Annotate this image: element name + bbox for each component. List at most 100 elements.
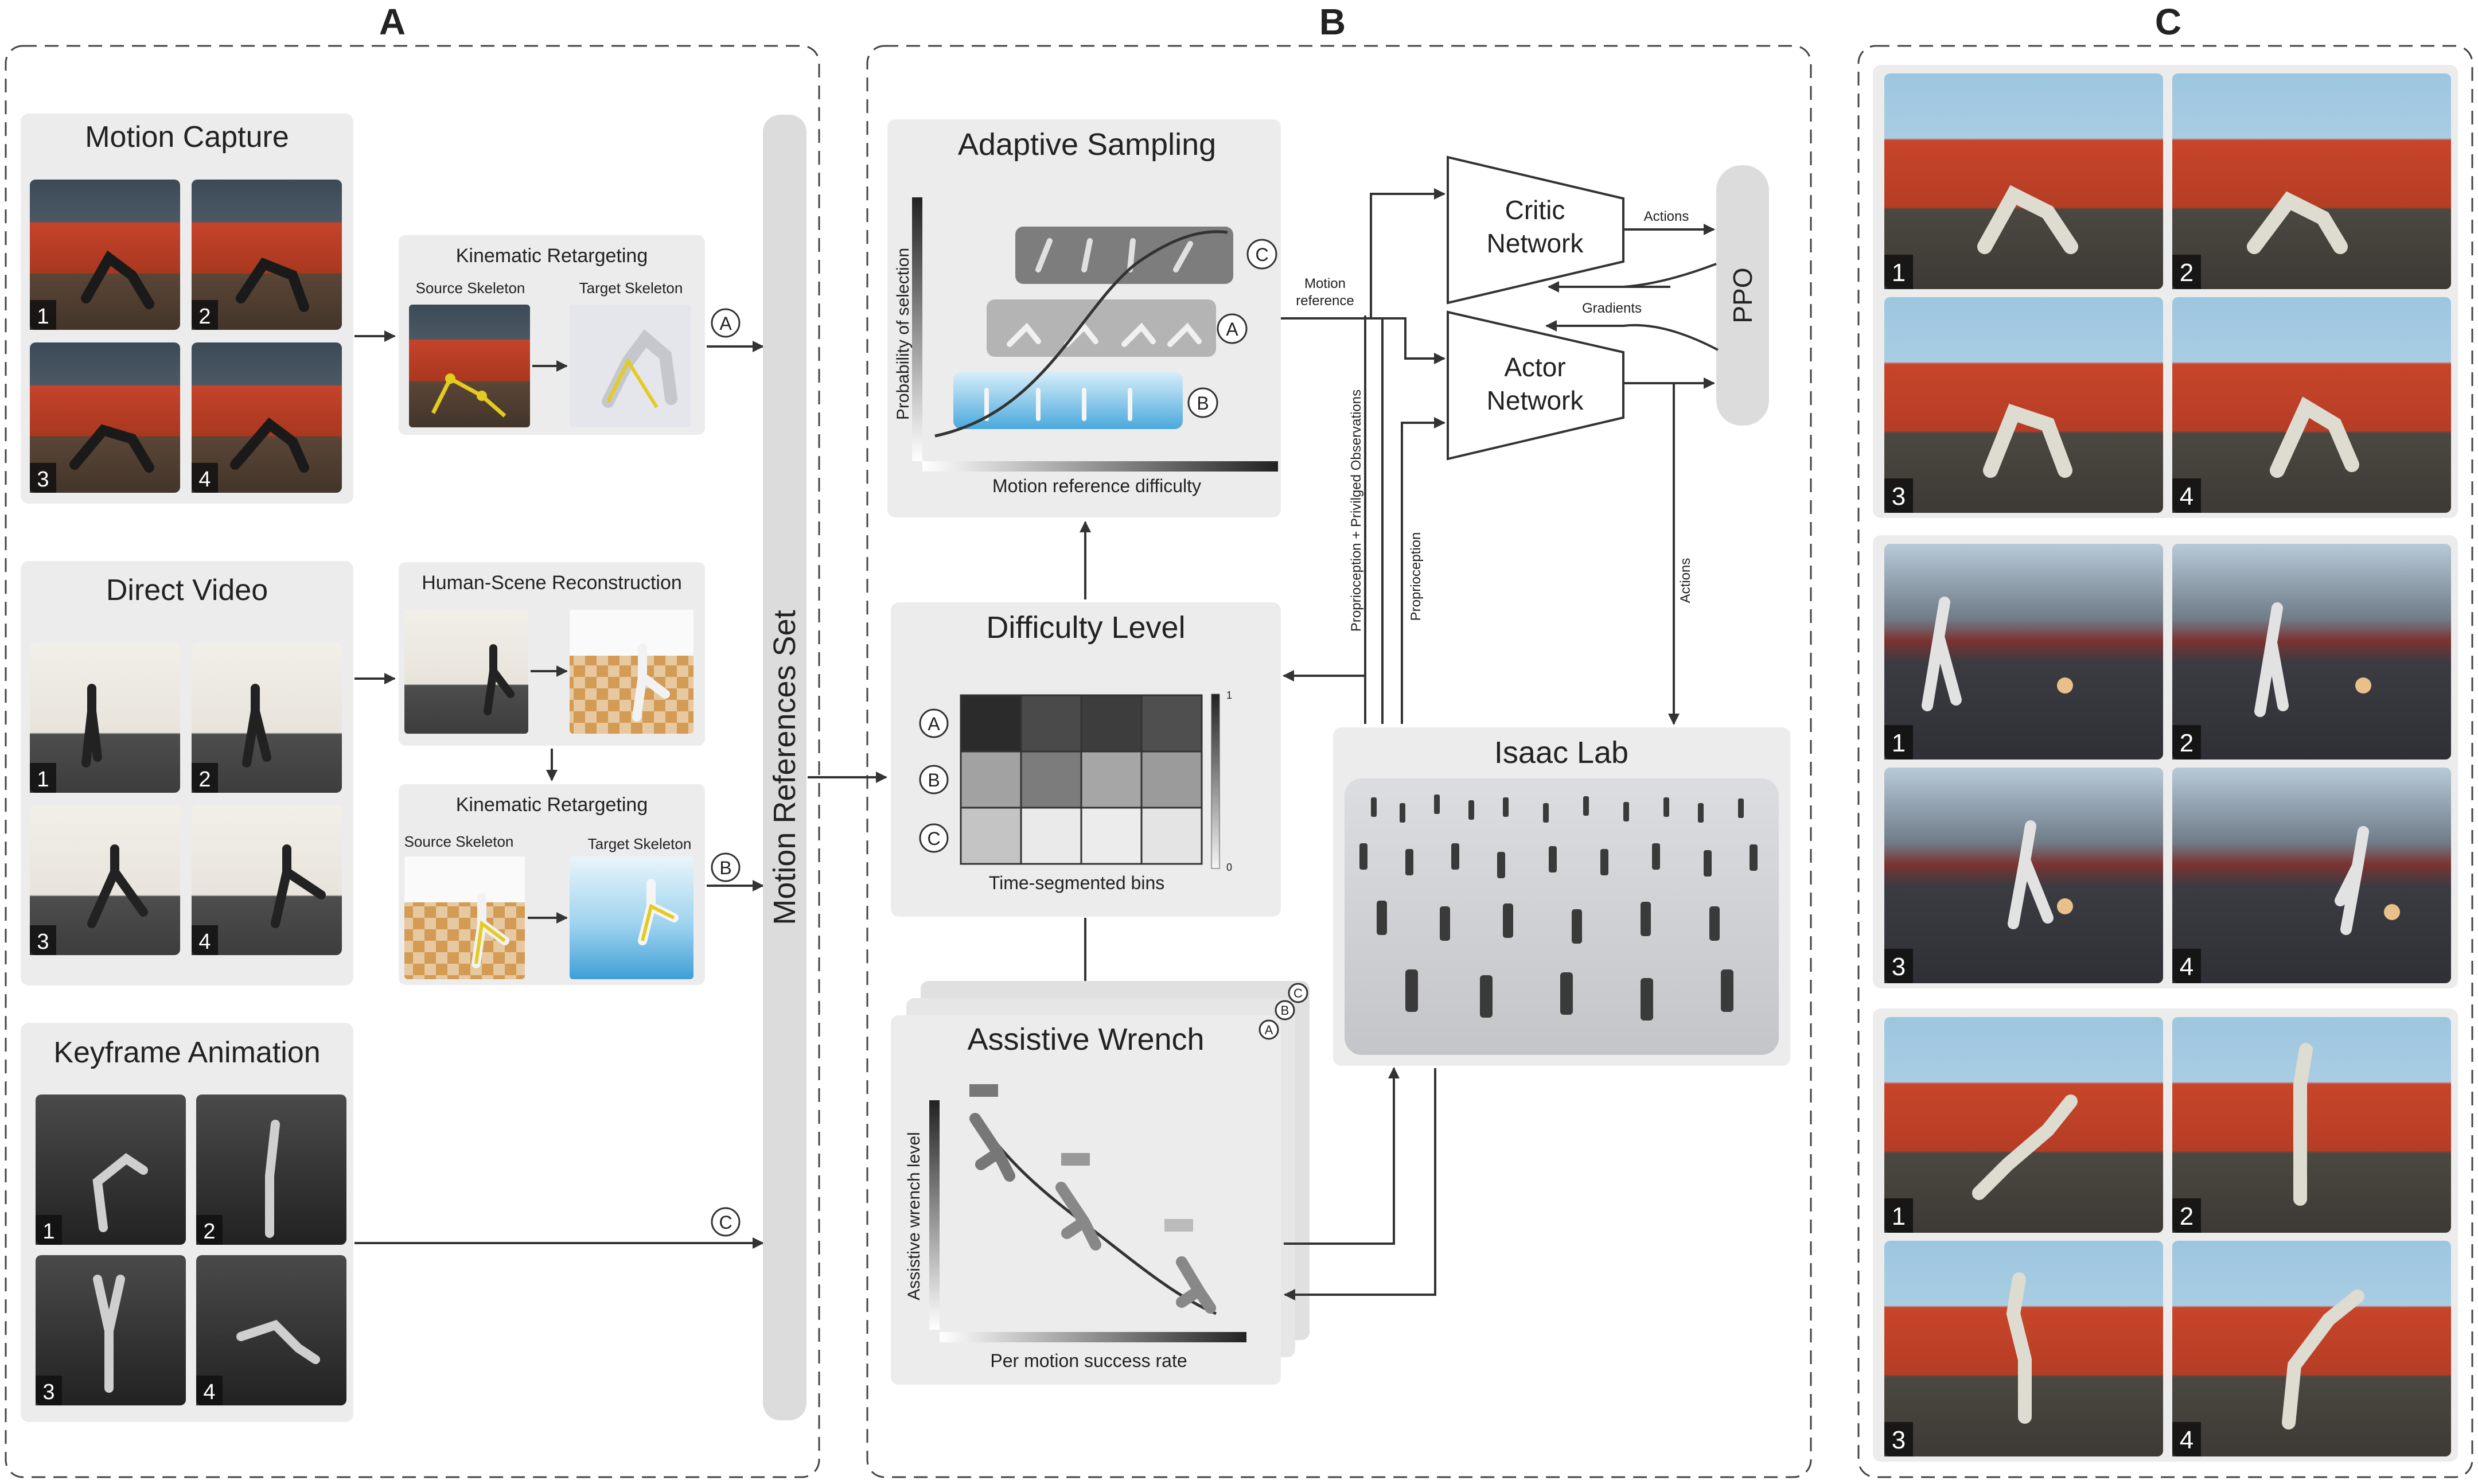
gradients-label: Gradients bbox=[1582, 301, 1642, 316]
frame-number: 1 bbox=[1892, 259, 1906, 287]
critic-network-label: Network bbox=[1487, 228, 1584, 258]
svg-text:A: A bbox=[928, 714, 940, 734]
frame-number: 2 bbox=[203, 1220, 215, 1244]
panel-a-border bbox=[5, 45, 820, 1478]
svg-text:C: C bbox=[1255, 244, 1268, 265]
isaac-lab-box: Isaac Lab bbox=[1333, 727, 1790, 1066]
svg-text:B: B bbox=[1281, 1003, 1289, 1018]
svg-text:A: A bbox=[1265, 1023, 1273, 1037]
ppo-label: PPO bbox=[1728, 267, 1758, 323]
frame-number: 4 bbox=[2180, 953, 2193, 981]
motion-reference-label: reference bbox=[1296, 293, 1354, 309]
retargeting-title: Kinematic Retargeting bbox=[456, 794, 648, 816]
assistive-wrench-stack: C B A Assistive Wrench Assistive wrench … bbox=[891, 981, 1310, 1385]
svg-text:C: C bbox=[927, 828, 940, 849]
difficulty-level-title: Difficulty Level bbox=[986, 610, 1185, 645]
retargeting-title: Kinematic Retargeting bbox=[456, 245, 648, 267]
heatmap-cell bbox=[1020, 694, 1082, 753]
target-skeleton-label: Target Skeleton bbox=[588, 835, 692, 852]
assistive-wrench-xlabel: Per motion success rate bbox=[990, 1350, 1187, 1371]
proprioception-privileged-label: Proprioception + Privilged Observations bbox=[1349, 389, 1364, 632]
frame-number: 2 bbox=[198, 768, 211, 792]
direct-video-title: Direct Video bbox=[106, 574, 268, 607]
wrench-stack-marker-b: B bbox=[1275, 1000, 1295, 1021]
heatmap-cell bbox=[960, 694, 1022, 753]
difficulty-row-marker-c: C bbox=[919, 823, 949, 853]
difficulty-xlabel: Time-segmented bins bbox=[989, 873, 1165, 893]
frame-number: 1 bbox=[42, 1220, 54, 1244]
keyframe-animation-title: Keyframe Animation bbox=[53, 1036, 320, 1069]
source-marker-a: A bbox=[711, 308, 741, 338]
heatmap-cell bbox=[960, 750, 1022, 809]
motion-references-label: Motion References Set bbox=[767, 610, 802, 925]
frame-number: 2 bbox=[2180, 259, 2193, 287]
svg-text:B: B bbox=[928, 770, 940, 790]
robot-result-group-1: 1 2 3 4 bbox=[1873, 65, 2458, 518]
sampling-marker-a: A bbox=[1217, 313, 1248, 344]
sampling-marker-c: C bbox=[1246, 239, 1277, 270]
kinematic-retargeting-top: Kinematic Retargeting Source Skeleton Ta… bbox=[399, 235, 705, 435]
actor-network: Actor Network bbox=[1447, 310, 1624, 461]
robot-result-group-3: 1 2 3 4 bbox=[1873, 1008, 2458, 1462]
source-skeleton-label: Source Skeleton bbox=[416, 279, 525, 297]
wrench-stack-marker-a: A bbox=[1259, 1019, 1279, 1040]
motion-reference-label: Motion bbox=[1304, 276, 1346, 291]
frame-number: 2 bbox=[198, 305, 211, 329]
frame-number: 3 bbox=[1892, 1426, 1906, 1454]
isaac-lab-title: Isaac Lab bbox=[1494, 735, 1628, 770]
actor-network-label: Actor bbox=[1504, 352, 1565, 382]
frame-number: 4 bbox=[198, 930, 211, 954]
motion-capture-title: Motion Capture bbox=[85, 120, 289, 154]
heatmap-cell bbox=[1140, 750, 1203, 809]
colorbar-min: 0 bbox=[1226, 862, 1232, 873]
panel-b-border bbox=[866, 45, 1812, 1478]
adaptive-sampling-title: Adaptive Sampling bbox=[958, 127, 1216, 162]
frame-number: 1 bbox=[37, 305, 49, 329]
svg-text:B: B bbox=[719, 858, 731, 878]
svg-text:A: A bbox=[719, 313, 732, 334]
actions-vertical-label: Actions bbox=[1678, 558, 1693, 603]
heatmap-cell bbox=[1080, 750, 1143, 809]
actions-label: Actions bbox=[1644, 209, 1689, 224]
heatmap-cell bbox=[1140, 694, 1203, 753]
target-skeleton-label: Target Skeleton bbox=[579, 279, 683, 297]
motion-references-set: Motion References Set bbox=[763, 115, 806, 1420]
human-scene-reconstruction: Human-Scene Reconstruction bbox=[399, 562, 705, 746]
svg-text:B: B bbox=[1197, 393, 1209, 414]
adaptive-sampling-box: Adaptive Sampling Probability of selecti… bbox=[887, 119, 1281, 517]
frame-number: 4 bbox=[198, 468, 211, 492]
source-skeleton-label: Source Skeleton bbox=[404, 833, 514, 850]
panel-letter-b: B bbox=[1319, 1, 1346, 42]
adaptive-sampling-xlabel: Motion reference difficulty bbox=[992, 476, 1201, 496]
heatmap-cell bbox=[1080, 807, 1143, 865]
sampling-marker-b: B bbox=[1187, 387, 1218, 418]
robot-result-group-2: 1 2 3 4 bbox=[1873, 535, 2458, 988]
assistive-wrench-ylabel: Assistive wrench level bbox=[905, 1132, 924, 1300]
difficulty-row-marker-b: B bbox=[919, 765, 949, 794]
svg-text:C: C bbox=[1293, 986, 1303, 1000]
heatmap-cell bbox=[1020, 750, 1082, 809]
kinematic-retargeting-bottom: Kinematic Retargeting Source Skeleton Ta… bbox=[399, 784, 705, 985]
motion-capture-frames: 1 2 3 4 bbox=[30, 180, 342, 493]
svg-text:A: A bbox=[1226, 319, 1238, 340]
motion-capture-box: Motion Capture 1 2 3 4 bbox=[21, 114, 353, 504]
panel-letter-a: A bbox=[379, 1, 406, 42]
frame-number: 4 bbox=[2180, 482, 2193, 511]
actor-network-label: Network bbox=[1487, 385, 1584, 415]
frame-number: 3 bbox=[1892, 482, 1906, 511]
keyframe-animation-box: Keyframe Animation 1 2 3 4 bbox=[21, 1023, 353, 1422]
frame-number: 2 bbox=[2180, 729, 2193, 757]
ppo-block: PPO bbox=[1716, 165, 1769, 426]
frame-number: 3 bbox=[37, 468, 49, 492]
source-marker-b: B bbox=[711, 852, 741, 882]
frame-number: 4 bbox=[2180, 1426, 2193, 1454]
critic-network-label: Critic bbox=[1505, 195, 1565, 225]
colorbar-max: 1 bbox=[1226, 690, 1232, 701]
difficulty-level-box: Difficulty Level 1 0 A B C Time-segmente… bbox=[891, 602, 1281, 917]
frame-number: 2 bbox=[2180, 1202, 2193, 1230]
heatmap-colorbar bbox=[1211, 694, 1220, 869]
wrench-stack-marker-c: C bbox=[1288, 983, 1308, 1003]
heatmap-cell bbox=[1020, 807, 1082, 865]
